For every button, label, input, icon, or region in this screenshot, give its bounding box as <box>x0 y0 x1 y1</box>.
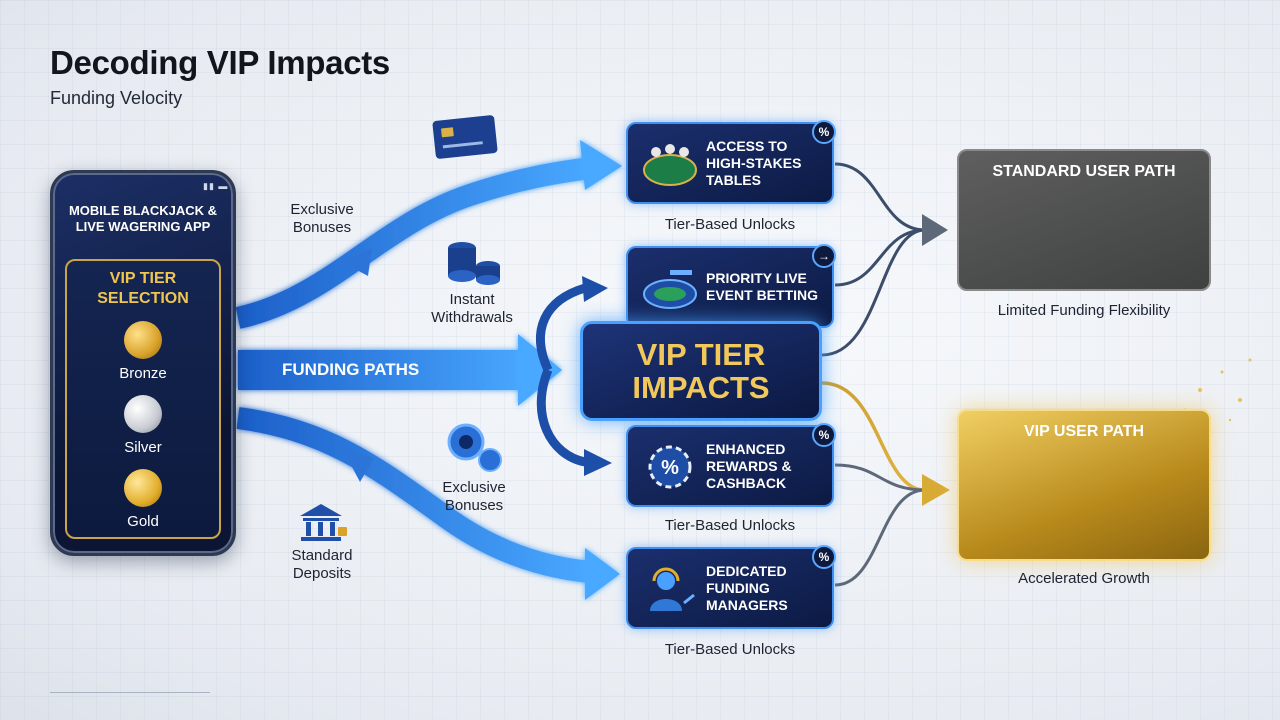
silver-coin-icon[interactable] <box>124 395 162 433</box>
vip-tier-heading: VIP TIER SELECTION <box>97 270 189 307</box>
gold-coin-icon[interactable] <box>124 469 162 507</box>
tier-label-gold: Gold <box>127 513 159 530</box>
connector-card1-standard <box>834 162 926 232</box>
flow-arrow-middle <box>238 350 528 390</box>
flow-label-mid-upper: Instant Withdrawals <box>431 291 513 326</box>
flow-arrow-top <box>235 157 592 329</box>
percent-badge-icon: % <box>812 545 836 569</box>
split-arrowhead-up <box>582 276 608 302</box>
vip-user-path-panel: VIP USER PATH <box>957 409 1211 561</box>
arrow-badge-icon: → <box>812 244 836 268</box>
chip-stack-icon <box>448 242 500 285</box>
bronze-coin-icon[interactable] <box>124 321 162 359</box>
flow-label-mid-lower: Exclusive Bonuses <box>442 479 506 514</box>
vip-panel-caption: Accelerated Growth <box>1018 570 1150 587</box>
standard-user-path-panel: STANDARD USER PATH <box>957 149 1211 291</box>
card-text: ACCESS TO HIGH-STAKES TABLES <box>706 137 802 188</box>
arrowhead-top <box>580 140 622 190</box>
arrowhead-mini-top <box>342 248 372 276</box>
card-enhanced-rewards[interactable]: % ENHANCED REWARDS & CASHBACK % <box>626 423 836 507</box>
page-title: Decoding VIP Impacts <box>50 44 390 81</box>
percent-badge-icon: % <box>812 120 836 144</box>
gear-chips-icon <box>447 423 502 472</box>
arrowhead-bottom <box>585 548 620 600</box>
funding-paths-label: FUNDING PATHS <box>282 360 420 379</box>
flow-label-bottom: Standard Deposits <box>291 547 353 582</box>
split-arrow-up <box>535 283 587 372</box>
poker-table-icon <box>643 144 697 186</box>
card-text: PRIORITY LIVE EVENT BETTING <box>706 270 819 303</box>
standard-panel-caption: Limited Funding Flexibility <box>997 302 1171 319</box>
connector-card3-vip <box>834 463 926 492</box>
arrowhead-standard <box>922 214 948 246</box>
status-bar-icon: ▮▮ ▬ <box>203 181 229 191</box>
connector-center-vip <box>821 381 926 492</box>
split-arrow-down <box>536 368 587 467</box>
footer-divider <box>50 692 210 693</box>
tier-label-bronze: Bronze <box>119 365 167 382</box>
card-note: Tier-Based Unlocks <box>664 216 796 233</box>
card-note: Tier-Based Unlocks <box>664 517 796 534</box>
stadium-icon <box>643 270 697 309</box>
card-dedicated-managers[interactable]: DEDICATED FUNDING MANAGERS % <box>626 545 836 629</box>
arrowhead-vip <box>922 474 950 506</box>
standard-panel-title: STANDARD USER PATH <box>992 163 1176 180</box>
connector-card4-vip <box>834 488 926 587</box>
card-high-stakes-tables[interactable]: ACCESS TO HIGH-STAKES TABLES % <box>626 120 836 204</box>
flow-arrow-bottom <box>236 407 592 583</box>
mobile-phone: ▮▮ ▬ MOBILE BLACKJACK & LIVE WAGERING AP… <box>50 170 236 556</box>
flow-label-top: Exclusive Bonuses <box>290 201 354 236</box>
arrowhead-middle <box>518 334 562 406</box>
tier-label-silver: Silver <box>124 439 162 456</box>
credit-card-icon <box>432 115 498 159</box>
svg-text:%: % <box>661 457 679 479</box>
connector-card2-standard <box>834 228 926 287</box>
card-text: ENHANCED REWARDS & CASHBACK <box>706 440 792 491</box>
app-title: MOBILE BLACKJACK & LIVE WAGERING APP <box>68 203 218 234</box>
card-priority-live-betting[interactable]: PRIORITY LIVE EVENT BETTING → <box>626 244 836 328</box>
percent-badge-icon: % <box>812 423 836 447</box>
connector-center-standard <box>821 228 926 357</box>
headset-manager-icon <box>650 567 695 611</box>
vip-panel-title: VIP USER PATH <box>1023 423 1145 440</box>
arrowhead-mini-bottom <box>342 448 374 482</box>
split-arrowhead-down <box>584 449 612 476</box>
percent-chip-icon: % <box>648 445 692 489</box>
vip-tier-panel: VIP TIER SELECTION Bronze Silver Gold <box>65 259 221 539</box>
bank-icon <box>300 504 347 541</box>
page-subtitle: Funding Velocity <box>50 88 183 108</box>
card-note: Tier-Based Unlocks <box>664 641 796 658</box>
card-text: DEDICATED FUNDING MANAGERS <box>706 562 788 613</box>
vip-tier-impacts-box[interactable]: VIP TIER IMPACTS <box>580 321 822 421</box>
